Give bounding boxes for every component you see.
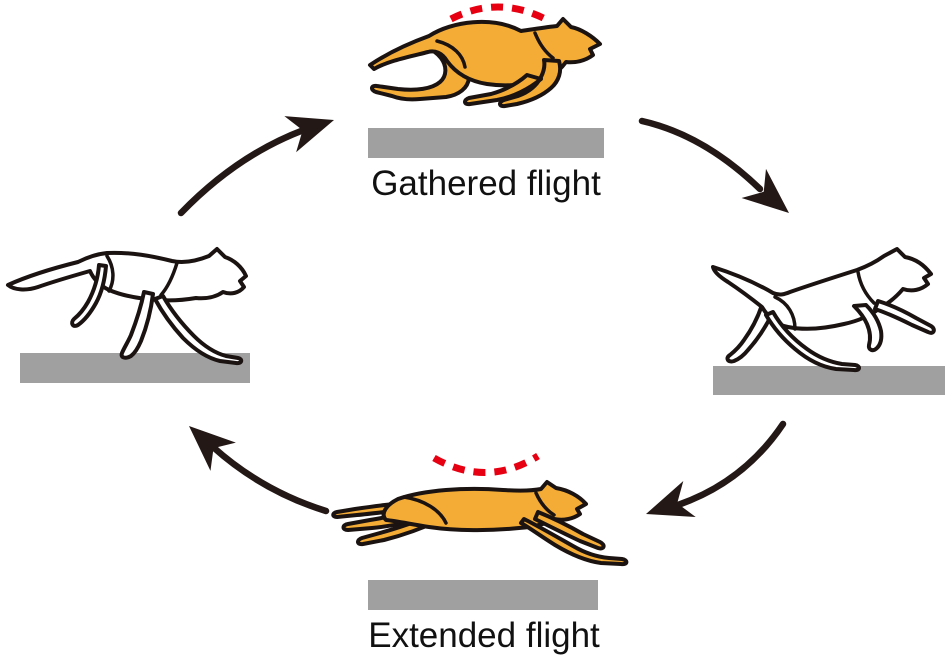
cycle-arrow-bottom-to-left [189, 426, 330, 515]
cycle-arrows [177, 116, 789, 517]
arrowhead-icon [284, 116, 334, 153]
spine-flexion-arc-icon [449, 3, 551, 25]
phase-label-gathered-flight: Gathered flight [371, 164, 601, 203]
cheetah-gathered-flight-illustration [368, 17, 602, 109]
cycle-arrow-top-to-right [638, 117, 789, 213]
arrowhead-icon [741, 168, 789, 213]
ground-bar-right [713, 366, 945, 395]
ground-bar-bottom [368, 580, 598, 610]
arrowhead-icon [189, 426, 236, 471]
arrowhead-icon [646, 481, 696, 517]
ground-bar-top [368, 128, 604, 158]
cheetah-extended-flight-illustration [331, 480, 629, 567]
phase-label-extended-flight: Extended flight [368, 616, 600, 655]
cheetah-foreleg-stance-illustration [6, 247, 248, 366]
cycle-arrow-left-to-top [177, 116, 334, 217]
cycle-arrow-right-to-bottom [646, 420, 787, 517]
spine-extension-arc-icon [432, 453, 540, 476]
cheetah-hindleg-stance-illustration [711, 247, 936, 373]
